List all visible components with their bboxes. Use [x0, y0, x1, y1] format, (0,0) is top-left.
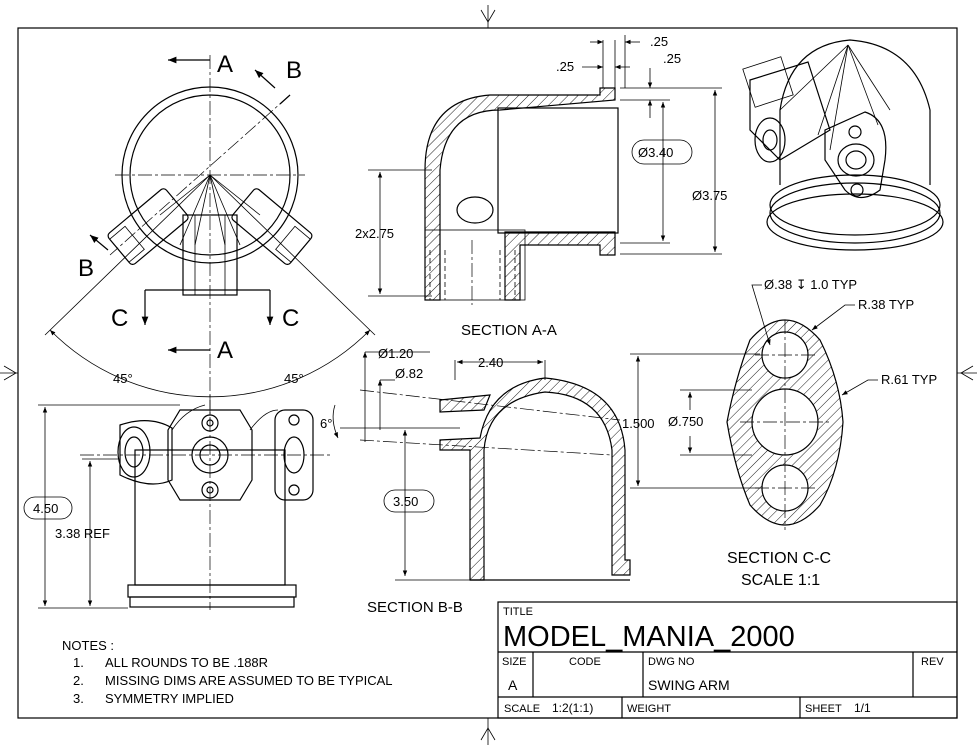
title-block: TITLE MODEL_MANIA_2000 SIZE A CODE DWG N… — [497, 601, 958, 719]
cut-letter-c-right: C — [282, 305, 299, 332]
dim-dia-750: Ø.750 — [668, 414, 703, 429]
section-c-c-scale: SCALE 1:1 — [741, 572, 820, 589]
dim-dia-120: Ø1.20 — [378, 346, 413, 361]
note-2-num: 2. — [73, 673, 84, 688]
dim-025-right: .25 — [663, 51, 681, 66]
weight-label: WEIGHT — [627, 703, 671, 715]
note-1-text: ALL ROUNDS TO BE .188R — [105, 655, 268, 670]
section-b-b-view: 3.50 Ø1.20 Ø.82 2.40 6° SECTION B-B — [320, 346, 631, 616]
side-view: 4.50 3.38 REF — [23, 395, 330, 610]
cut-letter-a-top: A — [217, 51, 233, 78]
cut-letter-b-top: B — [286, 57, 302, 84]
code-label: CODE — [569, 656, 601, 668]
section-a-a-view: Ø3.40 Ø3.75 2x2.75 .25 .25 .25 SECTION A… — [355, 34, 727, 339]
angle-right-label: 45° — [284, 371, 304, 386]
section-c-c-view: Ø.38 ↧ 1.0 TYP R.38 TYP R.61 TYP 1.500 Ø… — [622, 277, 937, 589]
notes-heading: NOTES : — [62, 638, 114, 653]
section-c-c-label: SECTION C-C — [727, 550, 831, 567]
top-view: A A B B C C 45° 45° — [44, 51, 376, 420]
cut-letter-b-bottom: B — [78, 255, 94, 282]
isometric-view — [742, 39, 944, 251]
rev-label: REV — [921, 656, 944, 668]
sheet-value: 1/1 — [854, 701, 871, 715]
section-a-a-label: SECTION A-A — [461, 322, 557, 339]
cut-letter-c-left: C — [111, 305, 128, 332]
title-label: TITLE — [503, 606, 533, 618]
size-value: A — [508, 677, 518, 693]
dim-dia-340: Ø3.40 — [638, 145, 673, 160]
dim-240: 2.40 — [478, 355, 503, 370]
sheet-label: SHEET — [805, 703, 842, 715]
dim-hole: Ø.38 ↧ 1.0 TYP — [764, 277, 857, 292]
note-3-text: SYMMETRY IMPLIED — [105, 691, 234, 706]
cut-letter-a-bottom: A — [217, 337, 233, 364]
scale-label: SCALE — [504, 703, 540, 715]
dim-025-left: .25 — [556, 59, 574, 74]
drawing-title: MODEL_MANIA_2000 — [503, 621, 795, 653]
dwg-no-label: DWG NO — [648, 656, 695, 668]
note-1-num: 1. — [73, 655, 84, 670]
dim-1500: 1.500 — [622, 416, 655, 431]
dim-025-top: .25 — [650, 34, 668, 49]
dim-dia-375: Ø3.75 — [692, 188, 727, 203]
dwg-no-value: SWING ARM — [648, 677, 730, 693]
size-label: SIZE — [502, 656, 526, 668]
scale-value: 1:2(1:1) — [552, 701, 593, 715]
dim-350: 3.50 — [393, 494, 418, 509]
dim-r38: R.38 TYP — [858, 297, 914, 312]
dim-dia-082: Ø.82 — [395, 366, 423, 381]
dim-338-ref: 3.38 REF — [55, 526, 110, 541]
notes-block: NOTES : 1. ALL ROUNDS TO BE .188R 2. MIS… — [62, 638, 393, 706]
dim-r61: R.61 TYP — [881, 372, 937, 387]
section-b-b-label: SECTION B-B — [367, 599, 463, 616]
centering-marks — [0, 5, 977, 745]
angle-left-label: 45° — [113, 371, 133, 386]
dim-2x275: 2x2.75 — [355, 226, 394, 241]
note-3-num: 3. — [73, 691, 84, 706]
dim-450: 4.50 — [33, 501, 58, 516]
note-2-text: MISSING DIMS ARE ASSUMED TO BE TYPICAL — [105, 673, 393, 688]
dim-6-deg: 6° — [320, 416, 332, 431]
